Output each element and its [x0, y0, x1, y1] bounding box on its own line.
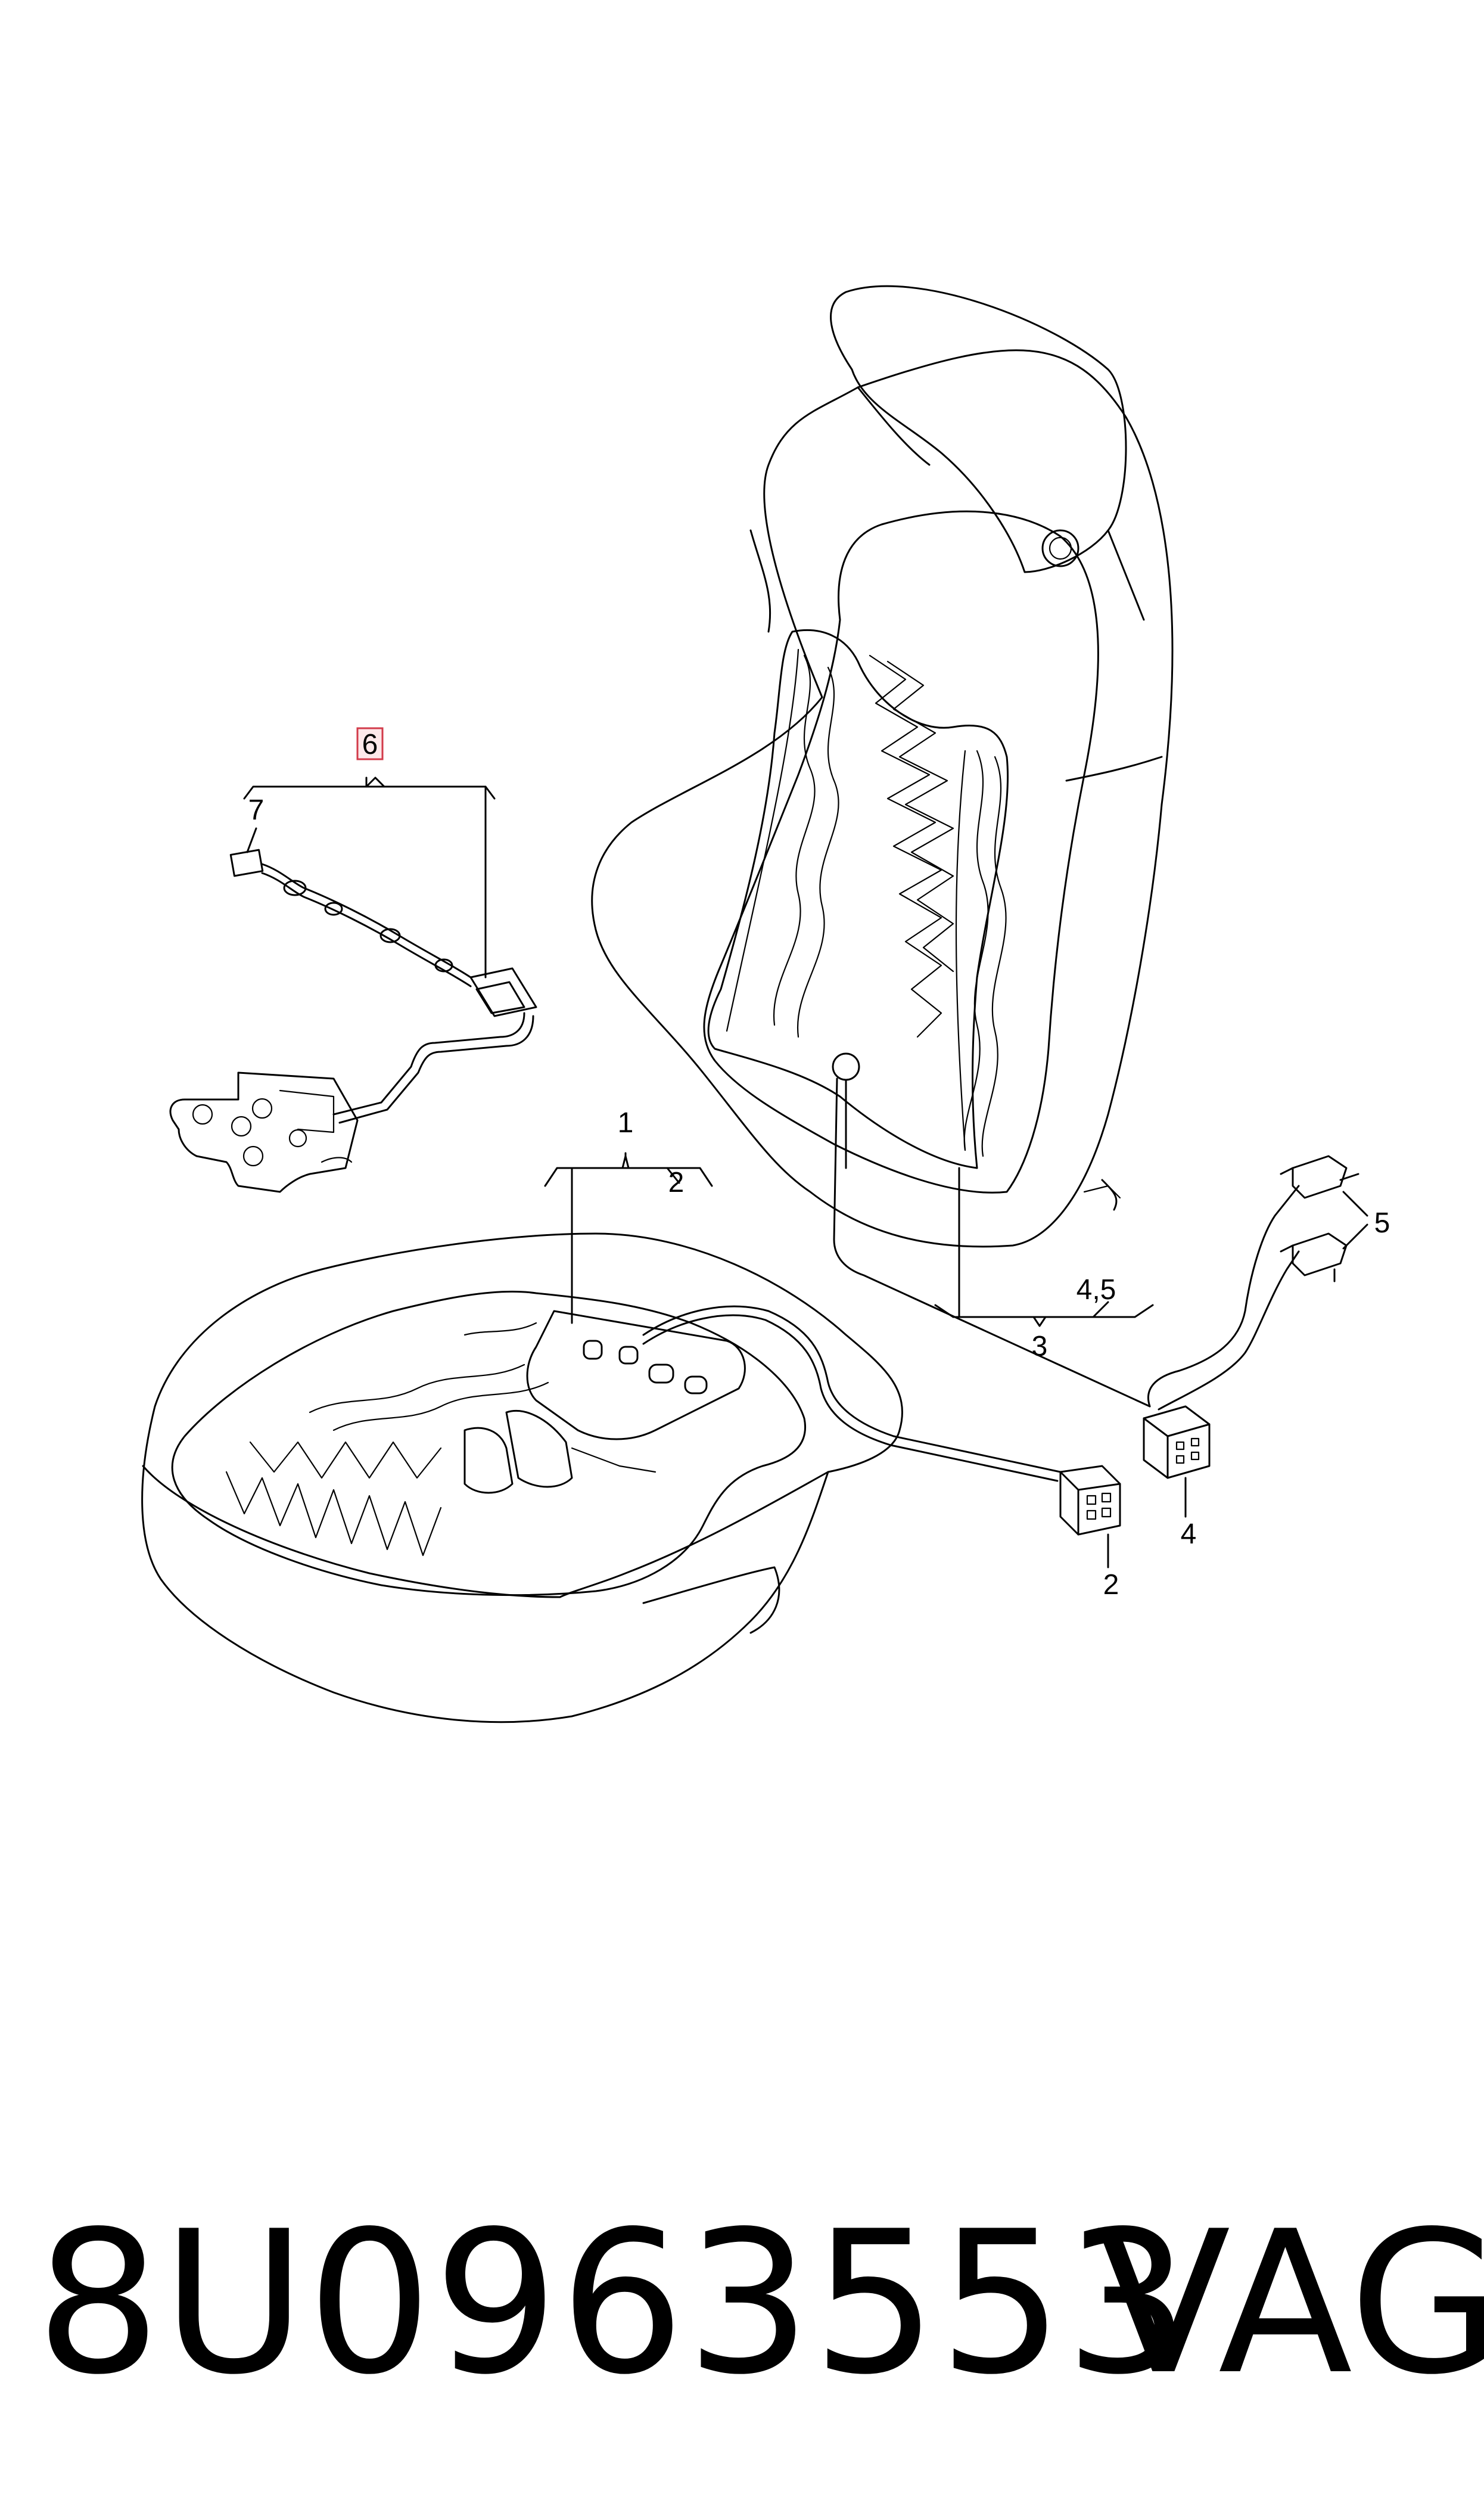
occupancy-sensor-harness [169, 849, 537, 1193]
callout-3: 3 [1032, 1331, 1048, 1362]
connector-2 [1059, 1465, 1121, 1536]
callout-labels: 6 7 1 2 4,5 3 5 4 2 [248, 727, 1390, 1601]
callout-6: 6 [362, 729, 378, 760]
backrest-heating-mat [707, 629, 1151, 1408]
brand-name: VAG [1096, 2189, 1484, 2418]
callout-1: 1 [618, 1107, 634, 1139]
callout-5: 5 [1374, 1207, 1390, 1239]
callout-2-top: 2 [668, 1167, 685, 1198]
leader-lines [243, 776, 1368, 1568]
seat-cushion [141, 1232, 903, 1723]
callout-2-bottom: 2 [1103, 1569, 1119, 1601]
connectors-5 [1147, 1155, 1359, 1411]
callout-4-5: 4,5 [1077, 1274, 1116, 1306]
part-number: 8U0963553 [36, 2189, 1191, 2418]
callout-7: 7 [248, 794, 265, 826]
callout-6-highlight [356, 727, 384, 760]
callout-4: 4 [1181, 1518, 1197, 1550]
seat-backrest [591, 285, 1174, 1248]
connector-4 [1143, 1405, 1211, 1479]
seat-heating-mat [171, 1290, 1062, 1596]
